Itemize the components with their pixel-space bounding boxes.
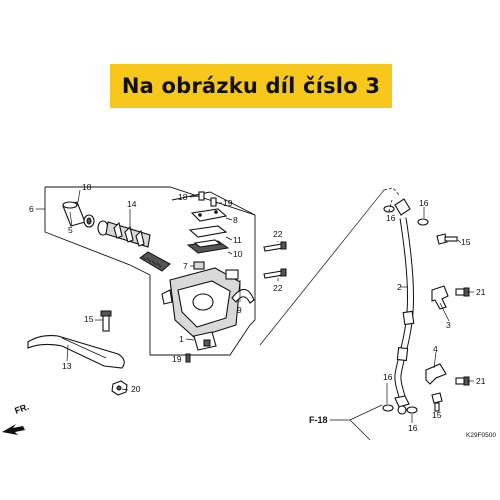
callout-18a: 18 [178,192,188,202]
callout-9: 9 [237,305,242,315]
callout-1: 1 [179,334,184,344]
callout-5: 5 [68,225,73,235]
callout-4: 4 [433,344,438,354]
callout-7: 7 [183,261,188,271]
callout-17: 18 [82,182,92,192]
nut-20 [111,380,128,396]
callout-10: 10 [233,249,243,259]
callout-2: 2 [397,282,402,292]
part-number-banner: Na obrázku díl číslo 3 [110,64,392,108]
bolt-14 [100,310,112,332]
cap-bracket [171,191,256,216]
callouts: 6 18 5 14 18 19 8 11 10 7 9 1 19 22 22 1… [29,182,496,439]
part-clamp [231,288,255,304]
part-3-bracket [431,285,449,310]
leader-lines [66,189,474,441]
brake-hose [394,198,415,415]
fr-label: FR. [13,402,30,416]
screw-19 [185,353,191,363]
part-switch [193,331,217,351]
callout-20: 20 [131,384,141,394]
part-4-bracket [425,363,447,385]
callout-14: 15 [84,314,94,324]
part-7 [190,261,205,270]
ref-f18: F-18 [309,415,328,425]
callout-21a: 21 [476,287,486,297]
part-piston [97,220,171,272]
master-cylinder-body [161,267,241,339]
bolts-22 [263,241,287,279]
callout-21b: 21 [476,376,486,386]
washers-16 [382,205,429,414]
callout-3: 3 [446,320,451,330]
banner-text: Na obrázku díl číslo 3 [121,74,381,98]
brake-lever [27,335,125,369]
callout-19: 19 [172,354,182,364]
callout-18b: 19 [223,198,233,208]
bolts-21 [455,287,470,386]
callout-15b: 15 [432,410,442,420]
bolts-15 [431,233,458,412]
callout-12: 14 [127,199,137,209]
callout-16d: 16 [408,423,418,433]
part-boot [62,201,95,228]
part-cap [186,208,230,254]
guide-lines [259,187,401,346]
front-arrow-icon: FR. [2,402,30,435]
screws-18 [189,191,222,207]
callout-16a: 16 [386,213,396,223]
callout-15a: 15 [461,237,471,247]
assembly-outline [36,186,256,356]
callout-16b: 16 [419,198,429,208]
callout-6: 6 [29,204,34,214]
callout-22b: 22 [273,283,283,293]
callout-16c: 16 [383,372,393,382]
callout-13: 13 [62,361,72,371]
callout-22a: 22 [273,229,283,239]
callout-11: 11 [233,235,242,245]
callout-8: 8 [233,215,238,225]
drawing-code: K29F0500 [466,432,496,439]
